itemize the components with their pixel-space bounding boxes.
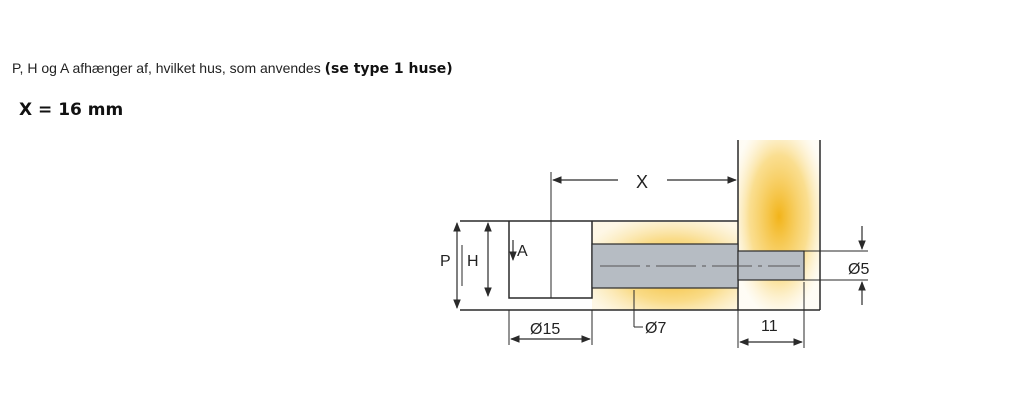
d15-label: Ø15: [530, 321, 560, 338]
description-text: P, H og A afhænger af, hvilket hus, som …: [12, 60, 453, 77]
x-label: X: [636, 172, 648, 192]
description-plain: P, H og A afhænger af, hvilket hus, som …: [12, 60, 325, 76]
d7-label: Ø7: [645, 320, 666, 337]
len11-label: 11: [761, 318, 778, 335]
p-label: P: [440, 253, 451, 270]
description-note: (se type 1 huse): [324, 61, 453, 77]
h-label: H: [467, 253, 479, 270]
x-value-text: X = 16 mm: [19, 100, 124, 120]
d5-label: Ø5: [848, 261, 869, 278]
wood-panel-vertical: [738, 140, 820, 310]
a-label: A: [517, 243, 528, 260]
